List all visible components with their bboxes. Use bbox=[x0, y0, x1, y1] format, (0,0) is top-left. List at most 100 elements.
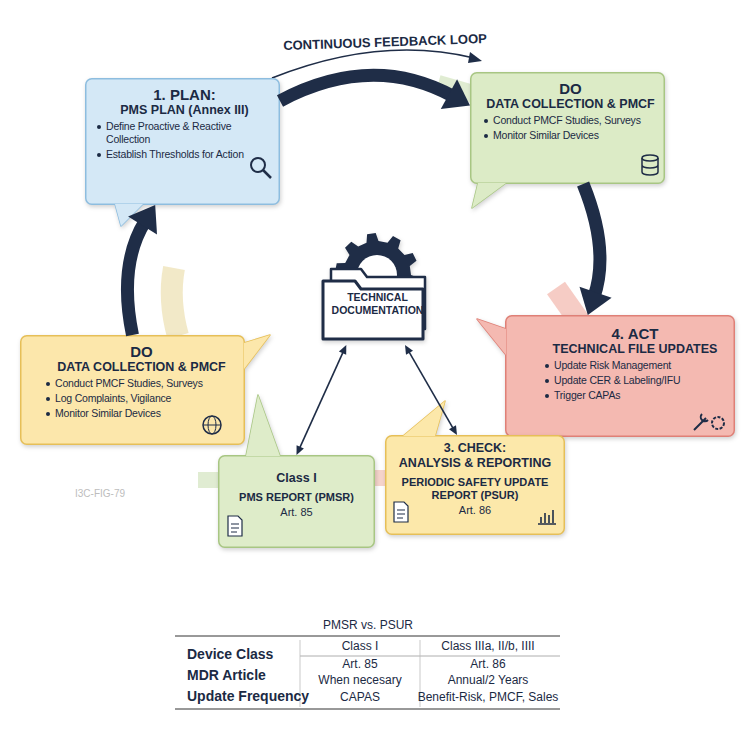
box-text: TECHNICAL FILE UPDATES bbox=[545, 342, 725, 357]
table-cell: Art. 85 bbox=[342, 657, 377, 671]
bullet-row: Define Proactive & Reactive Collection bbox=[97, 120, 272, 146]
connector-line bbox=[280, 75, 453, 101]
bullet-text: Conduct PMCF Studies, Surveys bbox=[493, 114, 641, 127]
arrow-head bbox=[128, 205, 157, 234]
box-heading: TECHNICAL DOCUMENTATION bbox=[329, 291, 426, 317]
bullet-dot bbox=[97, 153, 101, 157]
folder-back bbox=[331, 269, 425, 329]
bullet-row: Update CER & Labeling/IFU bbox=[545, 374, 725, 387]
bullet-dot bbox=[484, 119, 488, 123]
document-icon bbox=[228, 516, 242, 536]
box-body bbox=[506, 316, 735, 437]
table-cell: Annual/2 Years bbox=[448, 673, 529, 687]
table-rule bbox=[300, 656, 560, 657]
bullet-text: Log Complaints, Vigilance bbox=[55, 392, 171, 405]
bullet-dot bbox=[545, 394, 549, 398]
box-tail bbox=[472, 183, 506, 208]
globe-icon bbox=[203, 416, 221, 434]
cycle-arrow bbox=[127, 205, 157, 335]
table-cell: Class I bbox=[342, 639, 379, 653]
database-icon bbox=[642, 155, 658, 161]
bullet-dot bbox=[545, 379, 549, 383]
check-box: 3. CHECK:ANALYSIS & REPORTINGPERIODIC SA… bbox=[385, 435, 565, 535]
bullet-text: Define Proactive & Reactive Collection bbox=[106, 120, 272, 146]
box-outline bbox=[315, 235, 440, 345]
box-body bbox=[386, 436, 565, 535]
table-rule bbox=[300, 640, 301, 707]
loop-title: CONTINUOUS FEEDBACK LOOP bbox=[283, 31, 487, 53]
bullet-row: Monitor Similar Devices bbox=[46, 407, 237, 420]
row-header: Update Frequency bbox=[187, 688, 309, 704]
table-cell: When necesary bbox=[318, 673, 401, 687]
connector-line bbox=[300, 352, 344, 449]
box-heading: DO bbox=[484, 80, 657, 97]
bullet-row: Log Complaints, Vigilance bbox=[46, 392, 237, 405]
box-tail-fill bbox=[246, 395, 280, 456]
box-outline bbox=[385, 435, 565, 535]
box-heading: Class I bbox=[226, 471, 367, 486]
bullet-text: Update CER & Labeling/IFU bbox=[554, 374, 680, 387]
bullet-dot bbox=[97, 125, 101, 129]
bullet-row: Monitor Similar Devices bbox=[484, 129, 657, 142]
bullet-row: Conduct PMCF Studies, Surveys bbox=[484, 114, 657, 127]
box-tail bbox=[246, 395, 280, 456]
link-arrow bbox=[297, 345, 347, 455]
arrow-head bbox=[405, 345, 413, 355]
bullet-text: Trigger CAPAs bbox=[554, 389, 620, 402]
box-heading: 3. CHECK: bbox=[393, 441, 557, 456]
do-box: DODATA COLLECTION & PMCFConduct PMCF Stu… bbox=[470, 72, 665, 184]
connector-line bbox=[127, 221, 145, 335]
cycle-arrow bbox=[580, 184, 612, 315]
arrow-head bbox=[339, 345, 346, 355]
bullet-text: Monitor Similar Devices bbox=[55, 407, 161, 420]
box-text: PMS REPORT (PMSR) bbox=[226, 491, 367, 504]
bullet-text: Conduct PMCF Studies, Surveys bbox=[55, 377, 203, 390]
bullet-dot bbox=[46, 397, 50, 401]
table-title: PMSR vs. PSUR bbox=[323, 618, 413, 632]
loop-band bbox=[556, 288, 580, 322]
bullet-dot bbox=[484, 134, 488, 138]
box-tail-fill bbox=[403, 401, 445, 436]
plan-box: 1. PLAN:PMS PLAN (Annex III)Define Proac… bbox=[85, 78, 280, 205]
box-tail bbox=[244, 335, 270, 369]
gear-icon bbox=[712, 417, 724, 429]
wrench-icon bbox=[694, 414, 708, 430]
loop-band bbox=[366, 470, 392, 486]
table-rule bbox=[420, 640, 421, 707]
box-text: Art. 85 bbox=[226, 505, 367, 519]
box-tail bbox=[477, 319, 506, 355]
cycle-arrow bbox=[280, 75, 470, 109]
connector-line bbox=[583, 184, 600, 297]
bullet-text: Establish Thresholds for Action bbox=[106, 148, 244, 161]
bullet-dot bbox=[545, 364, 549, 368]
box-text: ANALYSIS & REPORTING bbox=[393, 456, 557, 471]
box-outline bbox=[20, 335, 245, 445]
box-tail-fill bbox=[477, 319, 506, 355]
magnifier-icon bbox=[251, 158, 265, 172]
table-cell: Class IIIa, II/b, IIII bbox=[441, 639, 534, 653]
row-header: Device Class bbox=[187, 646, 273, 662]
bar-chart-icon bbox=[538, 510, 556, 524]
table-cell: Benefit-Risk, PMCF, Sales bbox=[418, 690, 559, 704]
bullet-text: Monitor Similar Devices bbox=[493, 129, 599, 142]
box-outline bbox=[85, 78, 280, 205]
arrow-head bbox=[441, 79, 470, 109]
database-icon bbox=[642, 158, 658, 175]
loop-band bbox=[172, 268, 178, 336]
bullet-row: Establish Thresholds for Action bbox=[97, 148, 272, 161]
documentation-hub: TECHNICAL DOCUMENTATION bbox=[315, 235, 440, 345]
box-outline bbox=[470, 72, 665, 184]
box-text: Art. 86 bbox=[393, 503, 557, 517]
globe-icon bbox=[203, 425, 221, 426]
table-cell: Art. 86 bbox=[470, 657, 505, 671]
document-icon bbox=[394, 502, 408, 522]
box-heading: 1. PLAN: bbox=[97, 86, 272, 103]
bullet-row: Update Risk Management bbox=[545, 359, 725, 372]
connector-line bbox=[409, 351, 454, 429]
table-rule bbox=[175, 709, 560, 710]
